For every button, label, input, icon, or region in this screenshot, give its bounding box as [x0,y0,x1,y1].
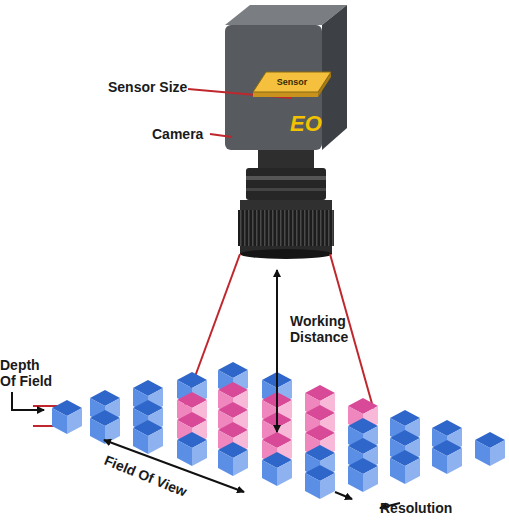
logo-text: EO [290,112,330,136]
part-label: Camera [152,126,222,142]
part-label: Working Distance [290,313,360,345]
sensor-plate: Sensor [252,70,332,98]
part-label: Resolution [380,500,470,516]
part-label: Depth Of Field [0,357,58,389]
cube-grid [52,362,505,499]
sensor-label: Sensor [277,77,308,87]
part-label: Sensor Size [108,79,198,95]
leader-lines [33,89,376,426]
camera-body [225,5,347,150]
dimension-arrows [12,270,400,508]
lens [238,150,334,259]
